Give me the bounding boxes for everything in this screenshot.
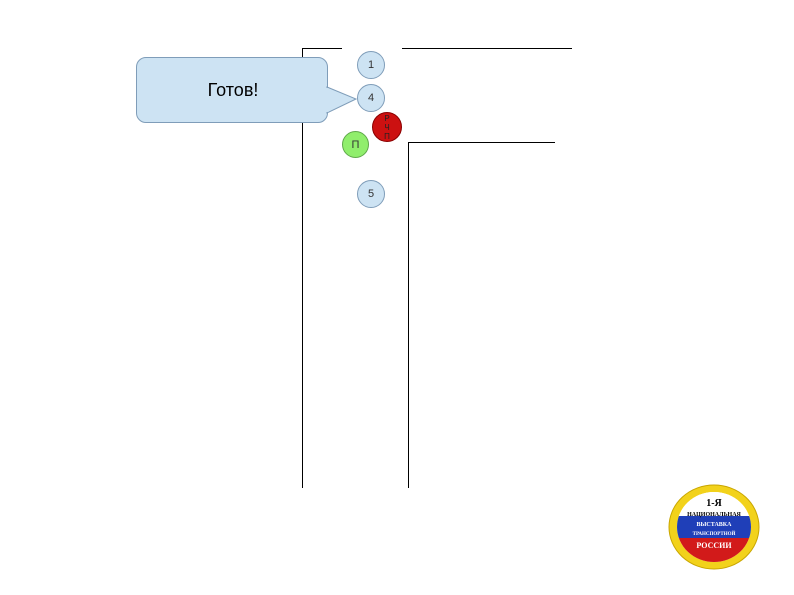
exhibition-badge-logo: 1-Я НАЦИОНАЛЬНАЯ ВЫСТАВКА ТРАНСПОРТНОЙ Р…	[668, 484, 760, 570]
marker-5: 5	[357, 180, 385, 208]
marker-5-label: 5	[367, 188, 375, 200]
marker-4-label: 4	[367, 92, 375, 104]
road-left-edge	[302, 48, 303, 488]
badge-line-2: НАЦИОНАЛЬНАЯ	[687, 512, 741, 518]
road-inner-edge	[408, 142, 409, 488]
marker-red: Р Ч П	[372, 112, 402, 142]
marker-1-label: 1	[367, 59, 375, 71]
badge-line-4: ТРАНСПОРТНОЙ	[693, 531, 736, 537]
badge-line-3: ВЫСТАВКА	[697, 522, 733, 528]
badge-line-1: 1-Я	[706, 498, 722, 509]
road-left-top-stub	[302, 48, 342, 49]
marker-green-label: П	[351, 138, 360, 151]
marker-4: 4	[357, 84, 385, 112]
marker-red-line-2: Ч	[384, 122, 390, 132]
speech-callout: Готов!	[136, 57, 328, 123]
callout-text: Готов!	[207, 80, 259, 100]
marker-1: 1	[357, 51, 385, 79]
marker-red-line-1: Р	[384, 113, 390, 123]
road-inner-top	[408, 142, 555, 143]
marker-red-line-3: П	[384, 131, 390, 141]
marker-green: П	[342, 131, 369, 158]
badge-line-5: РОССИИ	[696, 541, 732, 550]
road-right-top-stub	[402, 48, 572, 49]
callout-tail	[325, 86, 358, 114]
